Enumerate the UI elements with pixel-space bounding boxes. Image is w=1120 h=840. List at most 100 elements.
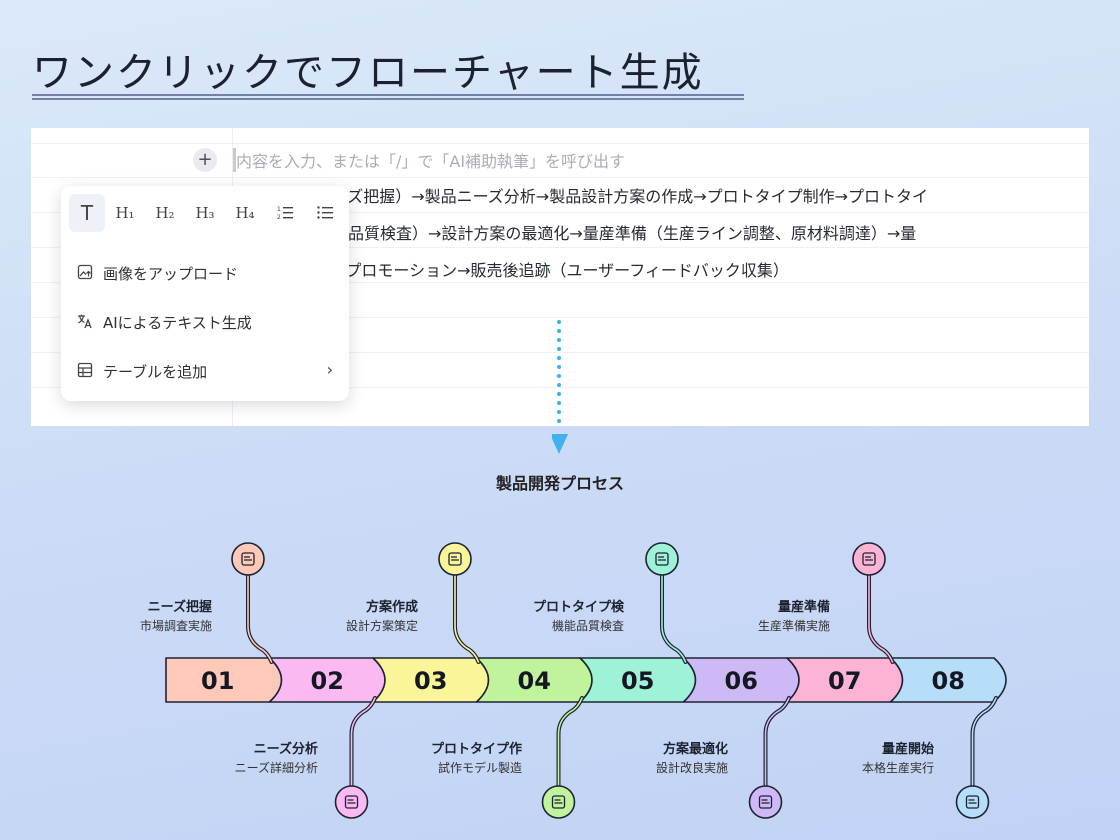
gear-icon bbox=[541, 785, 576, 819]
step-number: 03 bbox=[414, 667, 447, 695]
presentation-icon-glyph bbox=[655, 552, 669, 566]
down-arrow-connector bbox=[552, 320, 568, 454]
editor-row-line bbox=[31, 317, 1089, 318]
ordered-list-icon: 1 2 bbox=[277, 206, 293, 221]
mountain-flag-icon-glyph bbox=[241, 552, 255, 566]
insert-menu-popup: T H₁ H₂ H₃ H₄ 1 2 bbox=[61, 186, 349, 401]
step-connector-fill bbox=[350, 697, 376, 786]
menu-item-add-table[interactable]: テーブルを追加 › bbox=[77, 356, 333, 388]
step-subtitle: 生産準備実施 bbox=[757, 619, 830, 633]
editor-row-line bbox=[31, 282, 1089, 283]
step-label: 量産準備 生産準備実施 bbox=[718, 596, 830, 634]
svg-text:1: 1 bbox=[277, 206, 281, 213]
paragraph-line: 産開始→販売・プロモーション→販売後追跡（ユーザーフィードバック収集） bbox=[236, 261, 789, 280]
luggage-icon-glyph bbox=[862, 552, 876, 566]
step-label: ニーズ分析 ニーズ詳細分析 bbox=[206, 738, 318, 776]
step-number: 01 bbox=[201, 667, 234, 695]
title-underline-2 bbox=[32, 98, 744, 100]
step-label: ニーズ把握 市場調査実施 bbox=[100, 596, 212, 634]
step-title: 量産準備 bbox=[777, 600, 830, 615]
text-format-button[interactable]: T bbox=[69, 194, 105, 232]
heading2-button[interactable]: H₂ bbox=[155, 204, 175, 222]
menu-item-ai-text[interactable]: AIによるテキスト生成 bbox=[77, 307, 333, 339]
flowchart-title: 製品開発プロセス bbox=[495, 474, 624, 493]
page-title: ワンクリックでフローチャート生成 bbox=[32, 50, 704, 96]
layers-icon-glyph bbox=[448, 552, 462, 566]
bullet-list-button[interactable] bbox=[307, 194, 343, 232]
step-connector-fill bbox=[764, 697, 790, 786]
robot-icon bbox=[955, 785, 990, 819]
mountain-flag-icon bbox=[231, 542, 265, 576]
menu-item-label: AIによるテキスト生成 bbox=[103, 314, 252, 332]
step-label: 方案最適化 設計改良実施 bbox=[616, 738, 728, 776]
step-subtitle: 設計方案策定 bbox=[345, 619, 418, 633]
step-label: プロトタイプ作 試作モデル製造 bbox=[410, 738, 522, 776]
menu-item-label: 画像をアップロード bbox=[103, 265, 239, 283]
editor-row-line bbox=[31, 177, 1089, 178]
step-connector-line bbox=[867, 574, 895, 664]
svg-text:2: 2 bbox=[277, 214, 281, 221]
flowchart: 01 02 03 04 05 06 07 08 ニーズ把握 市場調査実施 ニーズ分析 ニーズ詳… bbox=[0, 530, 1120, 840]
table-icon bbox=[77, 362, 93, 378]
step-connector-line bbox=[453, 574, 481, 664]
flowchart-canvas: 01 02 03 04 05 06 07 08 bbox=[165, 542, 1007, 819]
step-number: 06 bbox=[725, 667, 758, 695]
step-subtitle: 設計改良実施 bbox=[655, 761, 728, 775]
step-number: 05 bbox=[621, 667, 654, 695]
presentation-icon bbox=[645, 542, 679, 576]
editor-input-placeholder[interactable]: 内容を入力、または「/」で「AI補助執筆」を呼び出す bbox=[236, 152, 626, 171]
text-cursor bbox=[233, 148, 236, 172]
robot-icon-glyph bbox=[965, 795, 980, 809]
menu-item-upload-image[interactable]: 画像をアップロード bbox=[77, 258, 333, 290]
step-connector-fill bbox=[454, 575, 480, 663]
step-title: 方案最適化 bbox=[662, 742, 728, 757]
analytics-board-icon-glyph bbox=[344, 795, 359, 809]
step-title: ニーズ把握 bbox=[147, 600, 212, 615]
editor-row-line bbox=[31, 143, 1089, 144]
step-connector-fill bbox=[247, 575, 273, 663]
briefcase-icon-glyph bbox=[758, 795, 773, 809]
step-subtitle: 試作モデル製造 bbox=[437, 761, 522, 775]
chevron-right-icon: › bbox=[326, 360, 333, 379]
bullet-list-icon bbox=[317, 206, 333, 219]
paragraph-line: プ検証（機能・品質検査）→設計方案の最適化→量産準備（生産ライン調整、原材料調達… bbox=[236, 224, 917, 243]
step-label: 方案作成 設計方案策定 bbox=[306, 596, 418, 634]
step-title: 量産開始 bbox=[881, 742, 934, 757]
step-number: 08 bbox=[932, 667, 965, 695]
heading1-button[interactable]: H₁ bbox=[115, 204, 135, 222]
analytics-board-icon bbox=[334, 785, 369, 819]
step-title: プロトタイプ作 bbox=[430, 742, 522, 757]
step-connector-fill bbox=[971, 697, 997, 786]
step-title: ニーズ分析 bbox=[253, 742, 318, 757]
step-connector-line bbox=[660, 574, 688, 664]
step-connector-line bbox=[246, 574, 274, 664]
editor-row-line bbox=[31, 247, 1089, 248]
ordered-list-button[interactable]: 1 2 bbox=[267, 194, 303, 232]
translate-icon bbox=[78, 314, 92, 329]
step-subtitle: 機能品質検査 bbox=[551, 619, 624, 633]
heading3-button[interactable]: H₃ bbox=[195, 204, 215, 222]
step-title: 方案作成 bbox=[365, 600, 418, 615]
gear-icon-glyph bbox=[551, 795, 566, 809]
step-number: 02 bbox=[311, 667, 344, 695]
step-title: プロトタイプ検 bbox=[532, 600, 624, 615]
step-number: 07 bbox=[828, 667, 861, 695]
layers-icon bbox=[438, 542, 472, 576]
step-number: 04 bbox=[518, 667, 551, 695]
step-subtitle: 市場調査実施 bbox=[139, 619, 212, 633]
add-block-button[interactable]: + bbox=[193, 148, 217, 172]
paragraph-line: 市場調査（ニーズ把握）→製品ニーズ分析→製品設計方案の作成→プロトタイプ制作→プ… bbox=[236, 187, 929, 206]
step-connector-fill bbox=[557, 697, 583, 786]
step-label: 量産開始 本格生産実行 bbox=[822, 738, 934, 776]
step-label: プロトタイプ検 機能品質検査 bbox=[512, 596, 624, 634]
editor-row-line bbox=[31, 212, 1089, 213]
image-upload-icon bbox=[77, 264, 93, 280]
heading4-button[interactable]: H₄ bbox=[235, 204, 255, 222]
menu-item-label: テーブルを追加 bbox=[103, 363, 208, 381]
step-subtitle: ニーズ詳細分析 bbox=[234, 761, 318, 775]
step-subtitle: 本格生産実行 bbox=[861, 761, 934, 775]
step-connector-fill bbox=[661, 575, 687, 663]
editor-row-line bbox=[31, 387, 1089, 388]
briefcase-icon bbox=[748, 785, 783, 819]
luggage-icon bbox=[852, 542, 886, 576]
